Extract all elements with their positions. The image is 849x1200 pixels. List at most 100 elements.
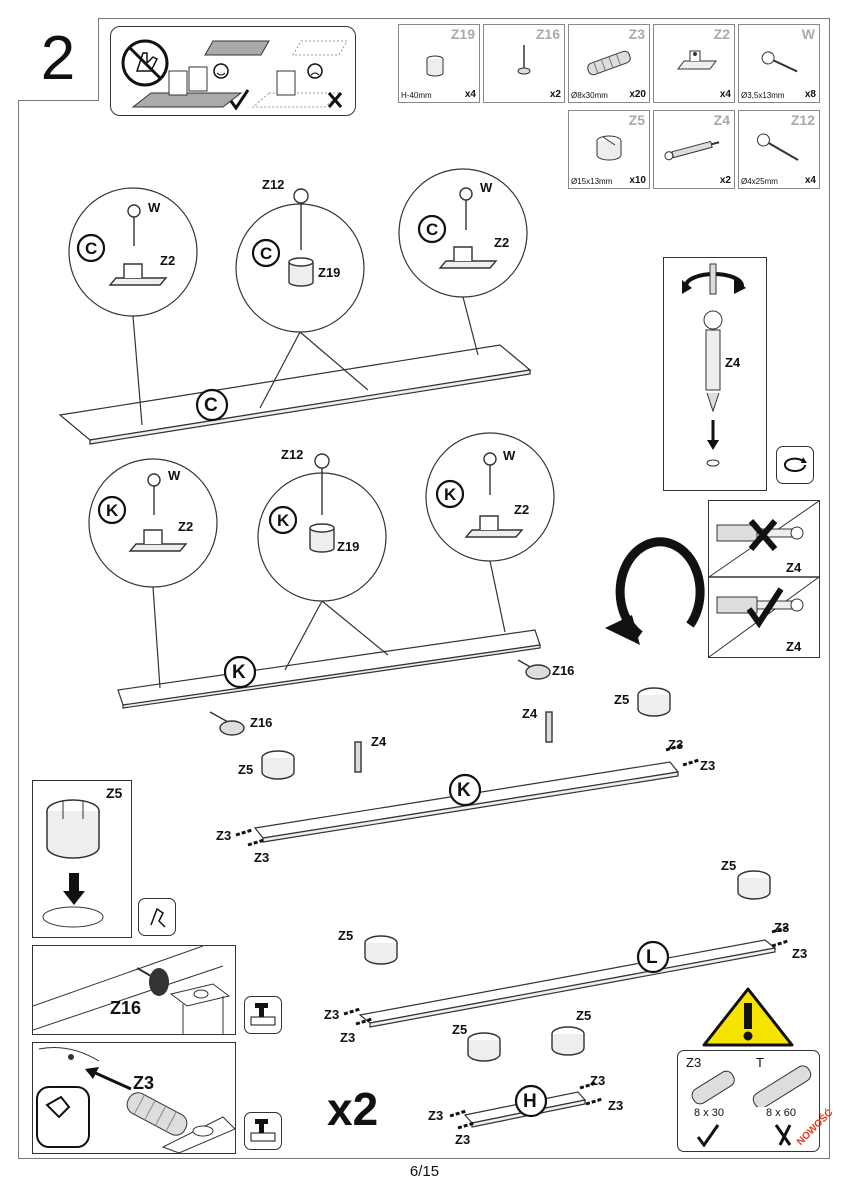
step-number: 2: [40, 24, 76, 93]
part-quantity: x4: [719, 89, 731, 100]
part-label-z5: Z5: [238, 762, 254, 777]
part-label-z12: Z12: [281, 447, 304, 462]
part-card-z4: Z4 x2: [653, 110, 735, 189]
part-label-z16: Z16: [552, 663, 575, 678]
panel-label-c: C: [426, 220, 439, 239]
part-dimension: Ø3,5x13mm: [741, 91, 785, 100]
z3-detail-panel: [32, 1042, 236, 1154]
part-card-z3: Z3 Ø8x30mm x20: [568, 24, 650, 103]
compare-left-id: Z3: [686, 1055, 702, 1070]
warning-icon: [702, 987, 794, 1047]
part-label-z5: Z5: [576, 1008, 592, 1023]
part-id: Z5: [628, 112, 645, 128]
part-label-z5: Z5: [614, 692, 630, 707]
rotate-tool-icon: [776, 446, 814, 484]
part-label-z19: Z19: [337, 539, 360, 554]
part-quantity: x4: [804, 175, 816, 186]
part-label-z4: Z4: [522, 706, 538, 721]
compare-right-dim: 8 x 60: [766, 1107, 796, 1119]
part-label-z4: Z4: [371, 734, 387, 749]
panel-label-k: K: [277, 511, 290, 530]
part-label-z5: Z5: [106, 785, 123, 801]
part-label-z2: Z2: [514, 502, 530, 517]
part-id: Z19: [450, 26, 475, 42]
part-card-z5: Z5 Ø15x13mm x10: [568, 110, 650, 189]
part-label-z3: Z3: [324, 1007, 340, 1022]
cam-lock-detail-icon: [42, 799, 104, 928]
part-label-z3: Z3: [792, 946, 808, 961]
glide-insert-illustration: [32, 945, 231, 1034]
part-label-z3: Z3: [774, 920, 790, 935]
bolt-orientation-panel: [708, 500, 820, 658]
part-label-z2: Z2: [494, 235, 510, 250]
part-id: Z2: [713, 26, 730, 42]
panel-label-k: K: [457, 780, 471, 801]
compare-right-id: T: [756, 1055, 764, 1070]
part-id: Z16: [535, 26, 560, 42]
long-screw-icon: [756, 133, 799, 161]
part-card-z2: Z2 x4: [653, 24, 735, 103]
part-dimension: Ø8x30mm: [571, 91, 608, 100]
part-label-z3: Z3: [428, 1108, 444, 1123]
part-label-z5: Z5: [721, 858, 737, 873]
part-quantity: x20: [629, 89, 646, 100]
part-label-w: W: [480, 180, 493, 195]
press-hand-icon: [138, 898, 176, 936]
warning-panel: [110, 26, 356, 116]
panel-label-k: K: [444, 485, 457, 504]
part-label-z16: Z16: [110, 998, 142, 1018]
part-label-w: W: [168, 468, 181, 483]
dowel-comparison-box: Z3 T 8 x 30 8 x 60: [677, 1050, 820, 1152]
cam-lock-icon: [596, 135, 622, 161]
check-icon: [696, 1124, 720, 1147]
page-number: 6/15: [409, 1163, 440, 1180]
z16-detail-panel: [32, 945, 236, 1035]
part-dimension: Ø4x25mm: [741, 177, 778, 186]
cross-icon: [774, 1124, 792, 1146]
z4-detail-panel: [663, 257, 767, 491]
part-label-z3: Z3: [608, 1098, 624, 1113]
part-label-z3: Z3: [216, 828, 232, 843]
part-label-z4: Z4: [786, 639, 802, 654]
part-label-z3: Z3: [590, 1073, 606, 1088]
part-label-z16: Z16: [250, 715, 273, 730]
step-number-box: 2: [18, 18, 99, 101]
part-card-z12: Z12 Ø4x25mm x4: [738, 110, 820, 189]
part-quantity: x8: [804, 89, 816, 100]
part-label-z3: Z3: [254, 850, 270, 865]
assembly-warning-illustration: [121, 39, 348, 111]
part-id: Z3: [628, 26, 645, 42]
panel-label-c: C: [260, 244, 273, 263]
z5-detail-panel: [32, 780, 132, 938]
part-card-w: W Ø3,5x13mm x8: [738, 24, 820, 103]
part-label-z5: Z5: [452, 1022, 468, 1037]
panel-label-l: L: [646, 947, 658, 968]
part-label-z2: Z2: [160, 253, 176, 268]
part-card-z16: Z16 x2: [483, 24, 565, 103]
glide-pin-icon: [517, 45, 531, 75]
part-label-z3: Z3: [700, 758, 716, 773]
compare-left-dim: 8 x 30: [694, 1107, 724, 1119]
part-quantity: x10: [629, 175, 646, 186]
panel-label-c: C: [85, 239, 98, 258]
panel-label-c: C: [204, 395, 218, 416]
bracket-icon: [677, 50, 717, 70]
connector-bolt-detail-icon: [682, 263, 746, 467]
dowel-insert-illustration: [36, 1047, 236, 1154]
hammer-icon: [244, 996, 282, 1034]
part-card-z19: Z19 H-40mm x4: [398, 24, 480, 103]
part-label-w: W: [503, 448, 516, 463]
part-label-z4: Z4: [725, 355, 741, 370]
dowel-pair-icon: [691, 1065, 812, 1107]
part-dimension: Ø15x13mm: [571, 177, 613, 186]
screw-icon: [761, 51, 798, 73]
panel-label-k: K: [232, 662, 246, 683]
connector-bolt-icon: [664, 140, 720, 161]
part-id: Z12: [790, 112, 815, 128]
part-label-z5: Z5: [338, 928, 354, 943]
dowel-icon: [587, 50, 631, 76]
part-label-w: W: [148, 200, 161, 215]
part-label-z2: Z2: [178, 519, 194, 534]
part-label-z19: Z19: [318, 265, 341, 280]
